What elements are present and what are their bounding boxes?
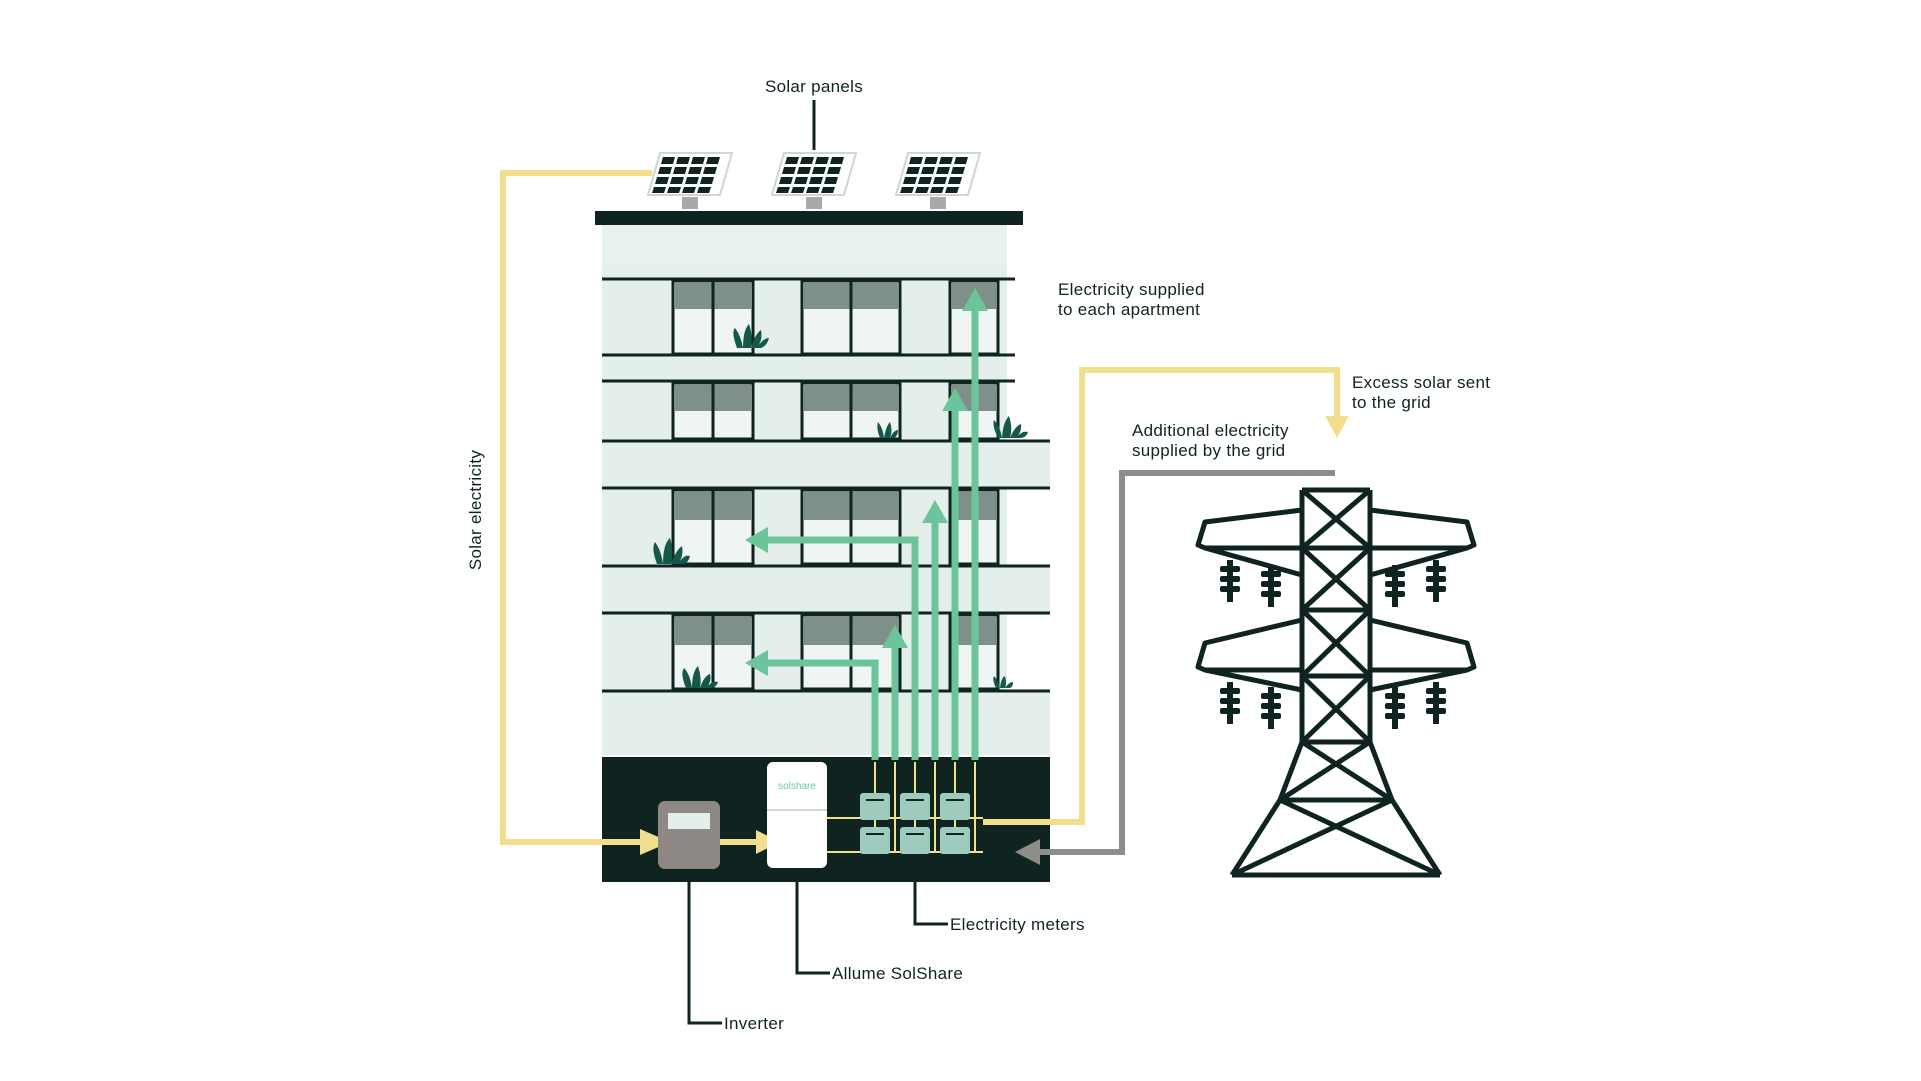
- label-additional-electricity-1: Additional electricity: [1132, 421, 1289, 440]
- plant-icon: [682, 666, 718, 688]
- arrow-head: [1325, 416, 1349, 438]
- label-inverter: Inverter: [724, 1014, 784, 1033]
- label-solar-electricity: Solar electricity: [466, 450, 485, 571]
- apartment-supply-flows: [768, 306, 979, 760]
- transmission-tower-icon: [1195, 487, 1477, 878]
- insulators: [1220, 560, 1446, 729]
- grid-electricity-flow: [1015, 470, 1335, 865]
- arrow-head: [942, 388, 968, 411]
- plant-icon: [653, 538, 690, 564]
- electricity-meter-icon: [900, 827, 930, 854]
- arrow-head: [745, 650, 768, 676]
- plant-icon: [993, 676, 1013, 688]
- callout-leaders: [687, 868, 948, 1025]
- label-excess-solar-2: to the grid: [1352, 393, 1431, 412]
- solar-panel-icon: [770, 152, 858, 209]
- arrow-head: [882, 625, 908, 648]
- solar-electricity-flow: [500, 170, 1340, 845]
- arrow-head: [922, 500, 948, 523]
- electricity-meter-icon: [860, 793, 890, 820]
- electricity-meter-icon: [940, 827, 970, 854]
- electricity-meter-icon: [940, 793, 970, 820]
- inverter-icon: [658, 801, 720, 869]
- solar-panel-icon: [646, 152, 734, 209]
- plant-icon: [877, 422, 898, 438]
- solshare-device-icon: solshare: [767, 762, 827, 868]
- plant-icon: [993, 416, 1028, 438]
- plant-icon: [733, 324, 769, 348]
- electricity-meters: [860, 793, 970, 854]
- label-electricity-supplied-1: Electricity supplied: [1058, 280, 1205, 299]
- label-electricity-meters: Electricity meters: [950, 915, 1085, 934]
- electricity-meter-icon: [860, 827, 890, 854]
- label-electricity-supplied-2: to each apartment: [1058, 300, 1200, 319]
- electricity-meter-icon: [900, 793, 930, 820]
- arrow-head: [962, 288, 988, 311]
- label-solar-panels: Solar panels: [765, 77, 863, 96]
- solar-panels: [646, 152, 982, 209]
- label-allume-solshare: Allume SolShare: [832, 964, 963, 983]
- arrow-head: [745, 527, 768, 553]
- arrow-head: [640, 829, 670, 855]
- label-excess-solar-1: Excess solar sent: [1352, 373, 1490, 392]
- solshare-logo: solshare: [778, 781, 816, 792]
- solar-panel-icon: [894, 152, 982, 209]
- arrow-head: [1015, 839, 1040, 865]
- label-additional-electricity-2: supplied by the grid: [1132, 441, 1285, 460]
